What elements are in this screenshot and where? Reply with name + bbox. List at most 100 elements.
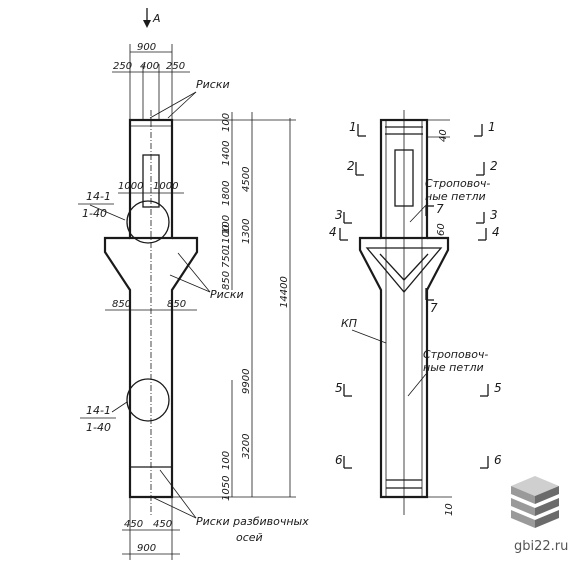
side-dim-60: 60 [436, 223, 447, 236]
section-mark-4: 4 4 [329, 225, 500, 241]
view-arrow-label: А [152, 12, 161, 25]
svg-text:100: 100 [221, 113, 232, 132]
dim-1800: 1800 [221, 181, 232, 206]
leader-lifting-upper [409, 202, 429, 223]
logo-left-face-1 [511, 486, 535, 504]
svg-text:1400: 1400 [221, 141, 232, 166]
leader-riski-mid-a [177, 252, 211, 293]
side-bracket-truss [365, 247, 443, 294]
dim-14400: 14400 [279, 276, 290, 308]
dim-750: 750 [221, 249, 232, 268]
svg-text:3: 3 [490, 208, 498, 222]
dim-haunch-right: 850 [167, 299, 186, 310]
svg-text:1: 1 [349, 120, 357, 134]
leader-riski-top-a [167, 91, 197, 119]
side-view: 1 1 2 2 3 3 4 4 [329, 110, 502, 516]
label-riski-axes-2: осей [236, 531, 263, 544]
dim-bracket-left: 1000 [118, 181, 143, 192]
svg-text:6: 6 [494, 453, 502, 467]
leader-riski-axes-a [159, 469, 197, 519]
svg-text:2: 2 [347, 159, 355, 173]
svg-text:4: 4 [329, 225, 337, 239]
dim-100-mid: 100 [221, 215, 232, 234]
section-mark-6: 6 6 [335, 453, 502, 469]
svg-text:14400: 14400 [279, 276, 290, 308]
svg-text:5: 5 [494, 381, 502, 395]
svg-text:1300: 1300 [241, 219, 252, 244]
label-riski-mid: Риски [210, 288, 244, 301]
section-mark-1: 1 1 [349, 120, 496, 137]
svg-text:100: 100 [221, 215, 232, 234]
logo-right-face-1 [535, 486, 559, 504]
label-lifting-upper-1: Строповоч- [425, 177, 490, 190]
dim-top-overall: 900 [137, 42, 156, 53]
label-kp: КП [341, 317, 357, 330]
leader-riski-axes-b [151, 496, 197, 519]
dim-haunch-left: 850 [112, 299, 131, 310]
dim-100-lower: 100 [221, 451, 232, 470]
front-view: А 900 250 400 250 1000 1000 14-1 1-40 85… [78, 8, 309, 560]
svg-text:10: 10 [444, 503, 455, 516]
svg-text:1100: 1100 [221, 225, 232, 250]
svg-text:750: 750 [221, 249, 232, 268]
dim-100-top: 100 [221, 113, 232, 132]
view-arrow-head [143, 20, 151, 28]
side-bracket-diag-1 [379, 253, 405, 281]
dim-bracket-right: 1000 [153, 181, 178, 192]
dim-4500: 4500 [241, 167, 252, 192]
dim-850: 850 [221, 271, 232, 290]
svg-text:7: 7 [430, 301, 438, 315]
detail-lower-sheet: 1-40 [86, 421, 111, 434]
leader-detail-lower [111, 401, 128, 413]
svg-text:4500: 4500 [241, 167, 252, 192]
leader-riski-top-b [149, 91, 197, 119]
logo-left-face-3 [511, 510, 535, 528]
dim-9900: 9900 [241, 369, 252, 394]
dim-1400: 1400 [221, 141, 232, 166]
svg-text:3200: 3200 [241, 434, 252, 459]
brand-logo [511, 476, 559, 528]
upper-shaft [128, 118, 174, 240]
dim-bottom-right: 450 [153, 519, 172, 530]
dim-top-left: 250 [113, 61, 132, 72]
dim-top-mid: 400 [140, 61, 159, 72]
detail-upper-sheet: 1-40 [82, 207, 107, 220]
svg-text:3: 3 [335, 208, 343, 222]
dim-1300: 1300 [241, 219, 252, 244]
section-mark-3: 3 3 [335, 208, 498, 224]
brand-text: gbi22.ru [514, 539, 569, 554]
leader-lifting-lower [407, 373, 427, 397]
svg-text:7: 7 [436, 202, 444, 216]
dim-bottom-left: 450 [124, 519, 143, 530]
leader-kp [351, 329, 387, 344]
svg-text:60: 60 [436, 223, 447, 236]
svg-text:2: 2 [490, 159, 498, 173]
dim-bottom-overall: 900 [137, 543, 156, 554]
logo-right-face-2 [535, 498, 559, 516]
detail-upper-number: 14-1 [86, 190, 111, 203]
logo-left-face-2 [511, 498, 535, 516]
svg-text:5: 5 [335, 381, 343, 395]
leader-detail-upper [89, 204, 126, 221]
side-dim-40: 40 [438, 129, 449, 142]
side-bracket-diag-2 [403, 253, 429, 281]
svg-text:1050: 1050 [221, 476, 232, 501]
side-bracket-and-shaft [358, 236, 450, 499]
detail-circle-lower [126, 378, 170, 422]
label-lifting-upper-2: ные петли [425, 190, 486, 203]
svg-text:6: 6 [335, 453, 343, 467]
label-lifting-lower-1: Строповоч- [423, 348, 488, 361]
section-mark-7: 7 7 [425, 202, 444, 315]
svg-text:1: 1 [488, 120, 496, 134]
section-mark-2: 2 2 [347, 159, 498, 176]
detail-lower-number: 14-1 [86, 404, 111, 417]
section-mark-5: 5 5 [335, 381, 502, 397]
svg-text:40: 40 [438, 129, 449, 142]
leader-riski-mid-b [169, 274, 211, 293]
label-riski-axes-1: Риски разбивочных [196, 515, 309, 528]
logo-right-face-3 [535, 510, 559, 528]
label-lifting-lower-2: ные петли [423, 361, 484, 374]
svg-text:4: 4 [492, 225, 500, 239]
label-riski-top: Риски [196, 78, 230, 91]
